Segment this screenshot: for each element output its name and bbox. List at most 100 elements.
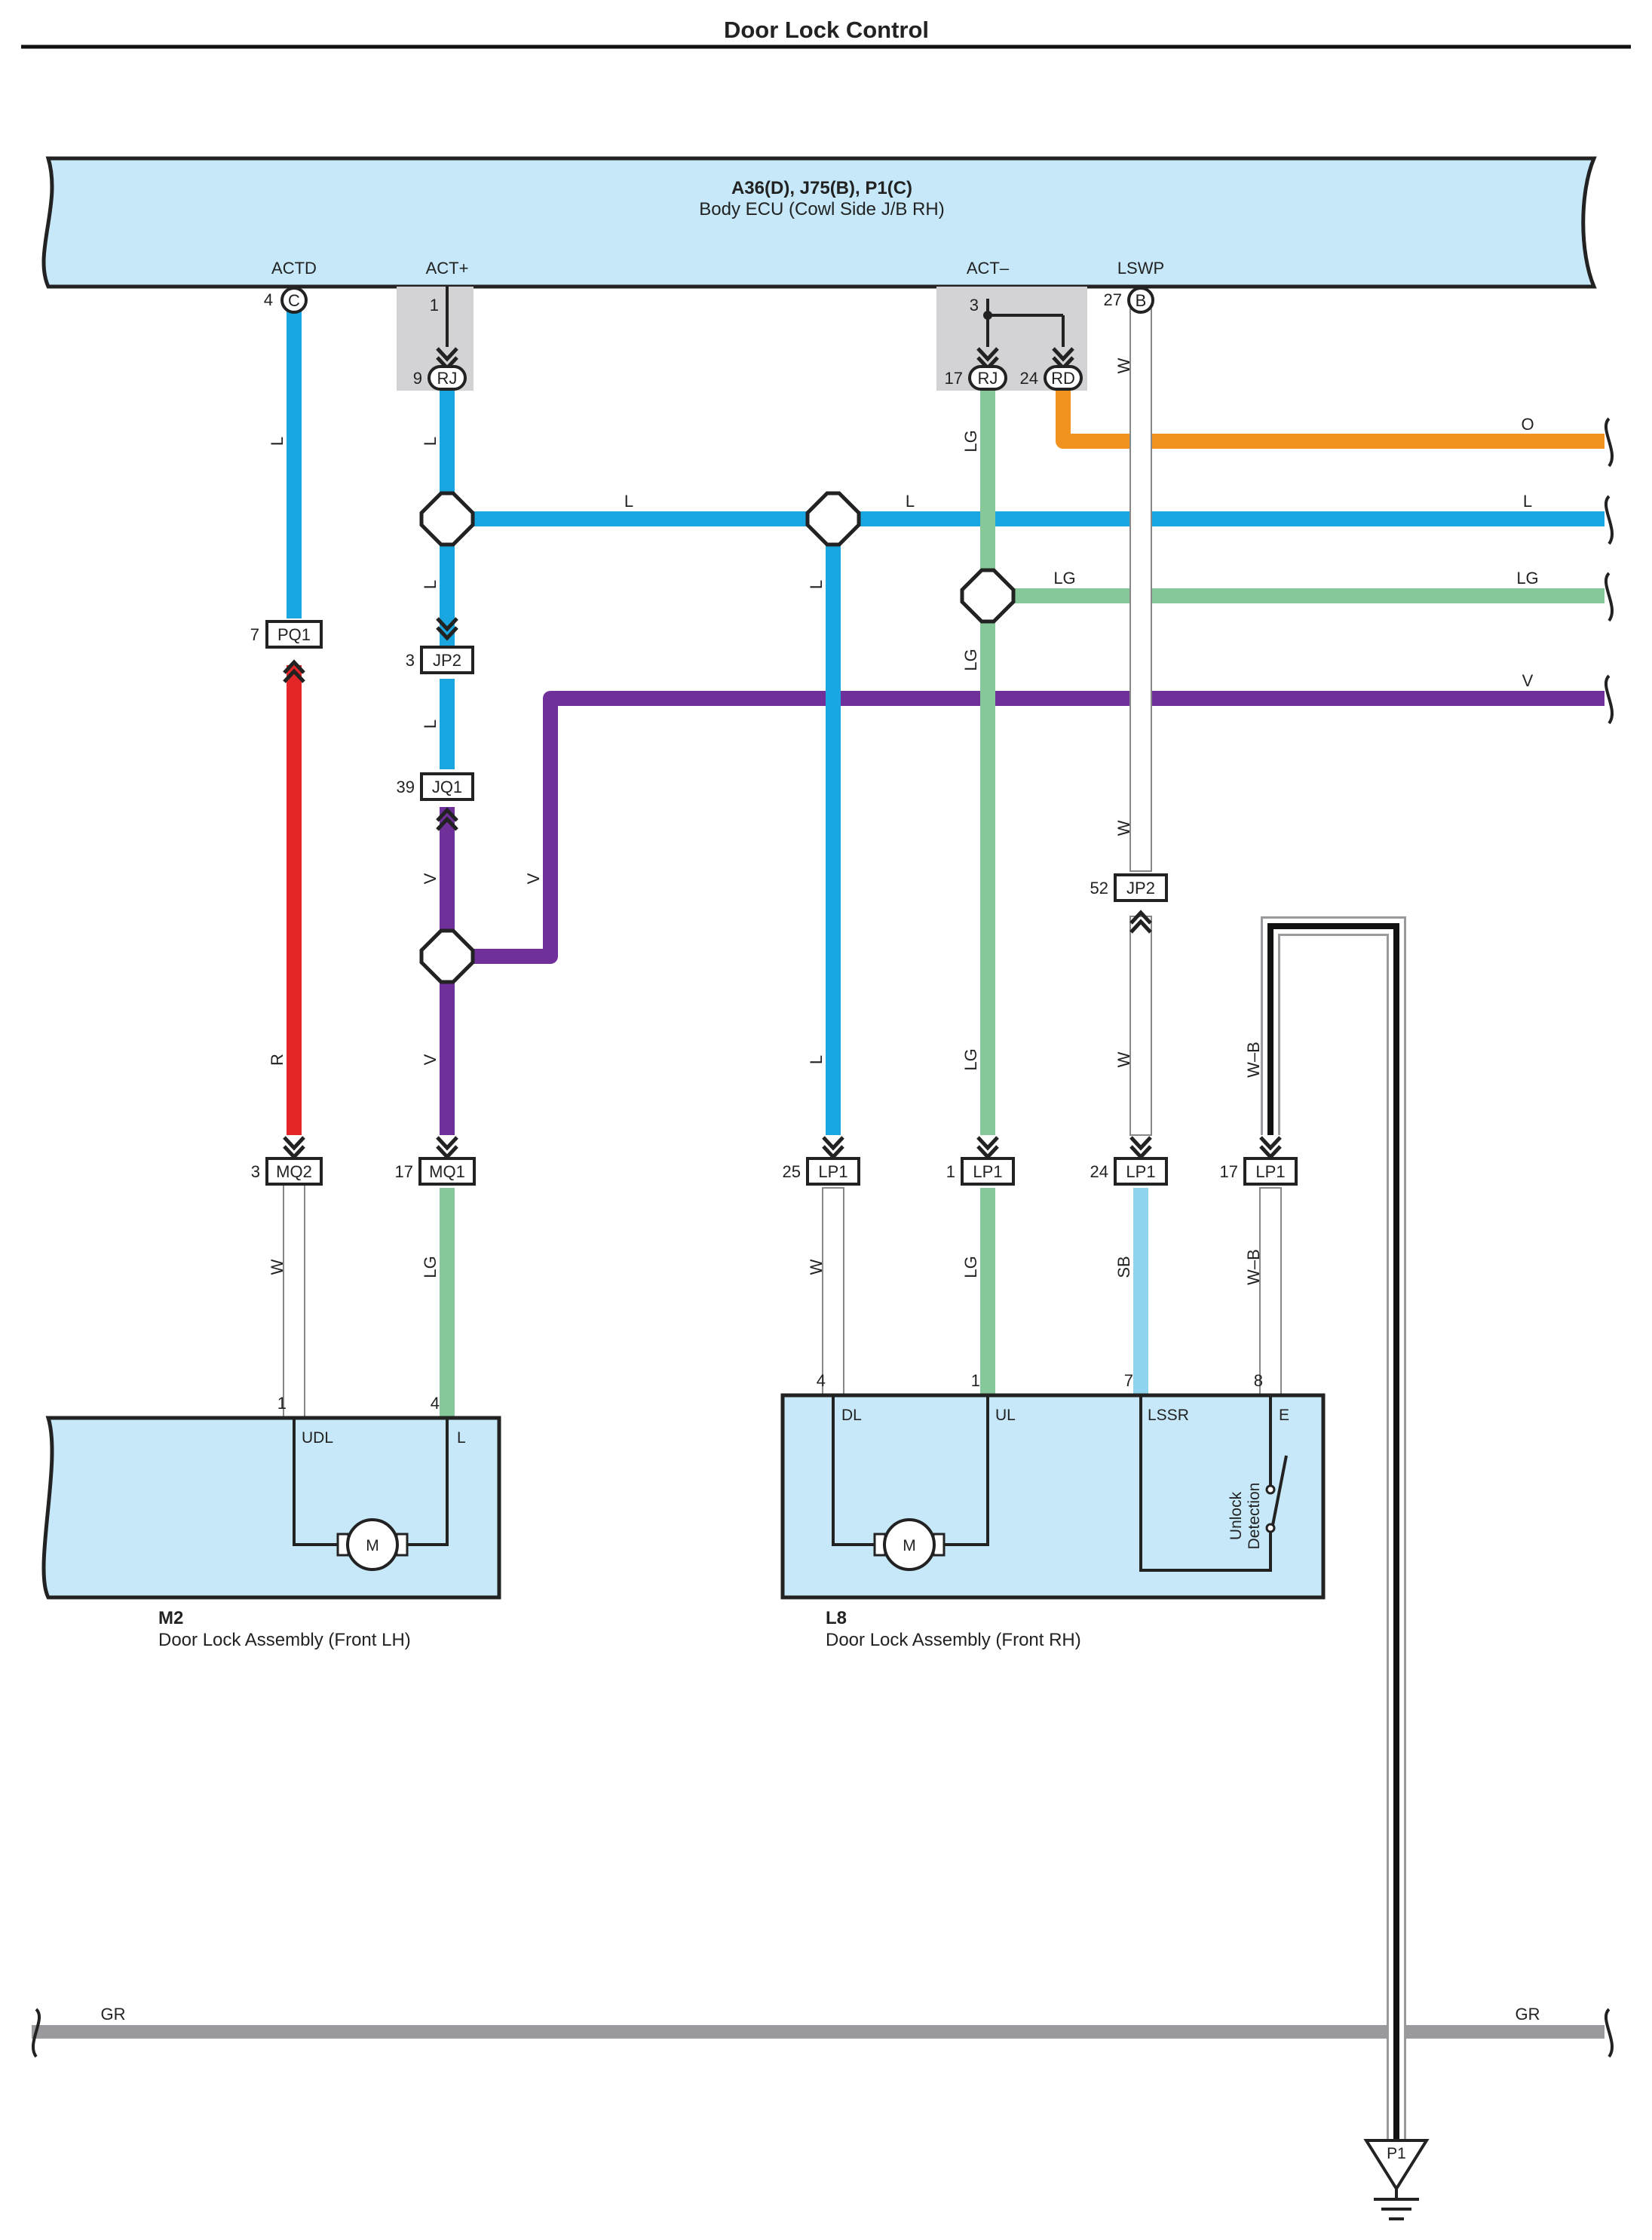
- label-gr-right: GR: [1516, 2005, 1540, 2024]
- ecu-pin-lswp: 27: [1104, 290, 1122, 309]
- conn-lp1-1-pin: 1: [946, 1162, 955, 1181]
- switch-contact-bottom: [1265, 1523, 1276, 1533]
- m2-term-udl: UDL: [302, 1429, 333, 1447]
- label-actm-lg2: LG: [961, 649, 980, 670]
- label-actp-v1: V: [421, 873, 440, 884]
- wire-o: [1056, 391, 1604, 449]
- junction-pills: RJ 9 RJ 17 RD 24: [413, 365, 1083, 391]
- splice-v: [419, 928, 475, 984]
- conn-pq1-pin: 7: [250, 625, 259, 644]
- l-branch-lp1: [822, 519, 844, 1396]
- conn-mq1-pin: 17: [395, 1162, 413, 1181]
- ecu-connector-codes: A36(D), J75(B), P1(C): [731, 178, 912, 198]
- conn-mq1: MQ1: [429, 1162, 465, 1181]
- l8-pin-4: 4: [817, 1371, 826, 1390]
- l8-term-ul: UL: [995, 1407, 1016, 1424]
- label-gr-left: GR: [101, 2005, 126, 2024]
- label-bus-v: V: [1522, 671, 1534, 690]
- m2-pin-4: 4: [431, 1394, 440, 1413]
- label-actm-lg1: LG: [961, 430, 980, 452]
- ecu-name: Body ECU (Cowl Side J/B RH): [699, 199, 944, 219]
- label-bus-l3: L: [1523, 492, 1532, 511]
- l8-pin-8: 8: [1254, 1371, 1263, 1390]
- label-actp-l2: L: [421, 580, 440, 589]
- splice-lg: [960, 568, 1016, 624]
- label-o: O: [1521, 415, 1534, 434]
- conn-lp1-17-pin: 17: [1220, 1162, 1238, 1181]
- l8-pin-1: 1: [971, 1371, 980, 1390]
- body-ecu: A36(D), J75(B), P1(C) Body ECU (Cowl Sid…: [41, 156, 1597, 289]
- label-m2-lg: LG: [421, 1256, 440, 1278]
- label-bus-lg2: LG: [1516, 569, 1538, 588]
- conn-pq1: PQ1: [277, 625, 311, 644]
- diagram-title: Door Lock Control: [724, 17, 929, 43]
- l8-motor-label: M: [903, 1537, 916, 1554]
- ecu-pin-act-plus: 1: [430, 296, 439, 315]
- label-lswp-w1: W: [1114, 357, 1133, 373]
- label-bus-l2: L: [906, 492, 915, 511]
- l8-switch-label-1: Unlock: [1228, 1491, 1245, 1540]
- ecu-pin-act-minus: 3: [970, 296, 979, 315]
- l8-code: L8: [826, 1608, 847, 1628]
- label-actm-lg3: LG: [961, 1048, 980, 1070]
- conn-jp2-left-pin: 3: [406, 651, 415, 670]
- conn-lp1-25-pin: 25: [783, 1162, 801, 1181]
- bus-wires: [32, 391, 1604, 2039]
- label-actd-r: R: [268, 1054, 287, 1066]
- conn-mq2: MQ2: [276, 1162, 312, 1181]
- wb-ground-wire: [1259, 916, 1406, 2140]
- label-lswp-w2: W: [1114, 820, 1133, 836]
- splice-l-mid: [805, 491, 861, 547]
- label-l8-w: W: [807, 1259, 826, 1275]
- pin-17: 17: [945, 369, 963, 388]
- pill-rj-left: RJ: [437, 369, 458, 388]
- conn-lp1-25: LP1: [818, 1162, 847, 1181]
- pin-24: 24: [1020, 369, 1038, 388]
- conn-lp1-17: LP1: [1255, 1162, 1285, 1181]
- label-actp-l1: L: [421, 437, 440, 446]
- l8-switch-label-2: Detection: [1246, 1483, 1263, 1550]
- pin-9: 9: [413, 369, 422, 388]
- lswp-branch: [1129, 308, 1152, 1395]
- door-lock-front-lh: M 1 4 UDL L M2 Door Lock Assembly (Front…: [41, 1394, 501, 1650]
- act-minus-branch: [980, 299, 1065, 1395]
- conn-jq1-pin: 39: [397, 778, 415, 796]
- conn-jp2-right: JP2: [1126, 879, 1155, 898]
- m2-term-l: L: [457, 1429, 466, 1447]
- wire-color-labels-vertical: L L L L V V V R W LG L L W LG LG LG LG W…: [268, 357, 1263, 1284]
- label-lbranch-l2: L: [807, 1055, 826, 1064]
- ecu-terminal-lswp: LSWP: [1117, 259, 1164, 278]
- ecu-terminal-act-plus: ACT+: [426, 259, 469, 278]
- label-actd-l: L: [268, 437, 287, 446]
- l8-term-dl: DL: [841, 1407, 862, 1424]
- pill-rj-right: RJ: [978, 369, 998, 388]
- label-l8-lg: LG: [961, 1256, 980, 1278]
- conn-jp2-left: JP2: [433, 651, 461, 670]
- label-bus-lg1: LG: [1053, 569, 1075, 588]
- label-bus-l1: L: [624, 492, 633, 511]
- label-lswp-w3: W: [1114, 1051, 1133, 1067]
- label-wb2: W–B: [1244, 1249, 1263, 1285]
- wire-color-labels-horizontal: O L L L LG LG V GR GR: [101, 415, 1540, 2024]
- splices: [419, 491, 1016, 984]
- label-l8-sb: SB: [1114, 1256, 1133, 1278]
- conn-lp1-24: LP1: [1126, 1162, 1155, 1181]
- l8-pin-7: 7: [1124, 1371, 1133, 1390]
- ground-label: P1: [1387, 2145, 1406, 2162]
- motor-icon-rh: [883, 1518, 936, 1571]
- pill-rd: RD: [1051, 369, 1075, 388]
- ground-p1: P1: [1363, 2139, 1430, 2220]
- ecu-terminal-act-minus: ACT–: [967, 259, 1010, 278]
- splice-l-left: [419, 491, 475, 547]
- connector-boxes: PQ1 7 JP2 3 JQ1 39 JP2 52 MQ2 3 MQ1 17 L…: [250, 620, 1298, 1186]
- conn-jq1: JQ1: [432, 778, 462, 796]
- switch-contact-top: [1265, 1484, 1276, 1495]
- label-actp-v2: V: [421, 1054, 440, 1065]
- conn-lp1-1: LP1: [973, 1162, 1002, 1181]
- l8-term-e: E: [1279, 1407, 1289, 1424]
- ecu-terminal-actd: ACTD: [271, 259, 317, 278]
- motor-icon-lh: [346, 1518, 399, 1571]
- ecu-conn-c: C: [288, 291, 300, 310]
- conn-mq2-pin: 3: [251, 1162, 260, 1181]
